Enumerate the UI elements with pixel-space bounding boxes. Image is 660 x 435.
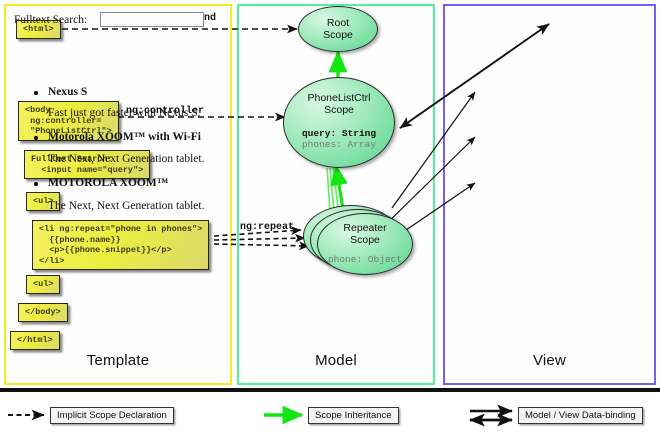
code-box-li-repeat: <li ng:repeat="phone in phones"> {{phone… bbox=[32, 220, 210, 270]
legend-item-implicit-scope-declaration: Implicit Scope Declaration bbox=[50, 407, 174, 424]
panel-model bbox=[237, 4, 435, 385]
legend: Implicit Scope Declaration Scope Inherit… bbox=[0, 394, 660, 435]
scope-repeater-prop-phone: phone: Object bbox=[327, 254, 403, 265]
view-search-input[interactable] bbox=[100, 12, 204, 27]
scope-repeater-title-2: Scope bbox=[350, 234, 380, 246]
bullet-icon bbox=[34, 91, 38, 95]
code-box-html-close: </html> bbox=[10, 331, 60, 350]
code-box-fulltext-search: Fulltext Search: <input name="query"> bbox=[24, 150, 151, 179]
scope-ctrl-title-1: PhoneListCtrl bbox=[307, 92, 371, 104]
scope-root-title-2: Scope bbox=[323, 29, 353, 41]
scope-root-title-1: Root bbox=[326, 17, 350, 29]
view-list-item: Motorola XOOM™ with Wi-Fi bbox=[34, 131, 234, 147]
view-item-snippet: The Next, Next Generation tablet. bbox=[48, 200, 205, 212]
view-item-snippet: The Next, Next Generation tablet. bbox=[48, 153, 205, 165]
bullet-icon bbox=[34, 136, 38, 140]
code-box-ul-open: <ul> bbox=[26, 192, 61, 211]
legend-item-model-view-databinding: Model / View Data-binding bbox=[518, 407, 643, 424]
scope-root: Root Scope bbox=[298, 6, 378, 52]
view-list-item: Nexus S bbox=[34, 86, 234, 102]
bullet-icon bbox=[34, 182, 38, 186]
legend-item-scope-inheritance: Scope Inheritance bbox=[308, 407, 399, 424]
view-item-title: MOTOROLA XOOM™ bbox=[48, 177, 169, 189]
panel-label-model: Model bbox=[315, 352, 357, 369]
view-item-title: Motorola XOOM™ with Wi-Fi bbox=[48, 131, 202, 143]
code-box-ul-close: <ul> bbox=[26, 275, 61, 294]
scope-ctrl-title-2: Scope bbox=[324, 104, 354, 116]
code-box-body-open: <body ng:controller= "PhoneListCtrl"> bbox=[18, 101, 119, 141]
label-ng-controller: ng:controller bbox=[126, 106, 205, 117]
panel-label-template: Template bbox=[86, 352, 150, 369]
view-search-label: Fulltext Search: bbox=[14, 14, 88, 26]
panel-label-view: View bbox=[532, 352, 567, 369]
scope-phonelistctrl: PhoneListCtrl Scope query: String phones… bbox=[283, 77, 395, 168]
view-item-snippet: Fast just got faster with Nexus S. bbox=[48, 107, 201, 119]
legend-divider bbox=[0, 388, 660, 392]
scope-repeater-title-1: Repeater bbox=[343, 222, 387, 234]
code-box-body-close: </body> bbox=[18, 303, 68, 322]
scope-ctrl-prop-phones: phones: Array bbox=[301, 139, 377, 150]
code-box-html-open: <html> bbox=[16, 20, 61, 39]
scope-repeater: Repeater Scope phone: Object bbox=[317, 213, 413, 275]
view-list-item: MOTOROLA XOOM™ bbox=[34, 177, 234, 193]
panel-view bbox=[443, 4, 656, 385]
scope-ctrl-prop-query: query: String bbox=[301, 128, 377, 139]
view-item-title: Nexus S bbox=[48, 86, 88, 98]
label-ng-repeat: ng:repeat bbox=[240, 222, 295, 233]
